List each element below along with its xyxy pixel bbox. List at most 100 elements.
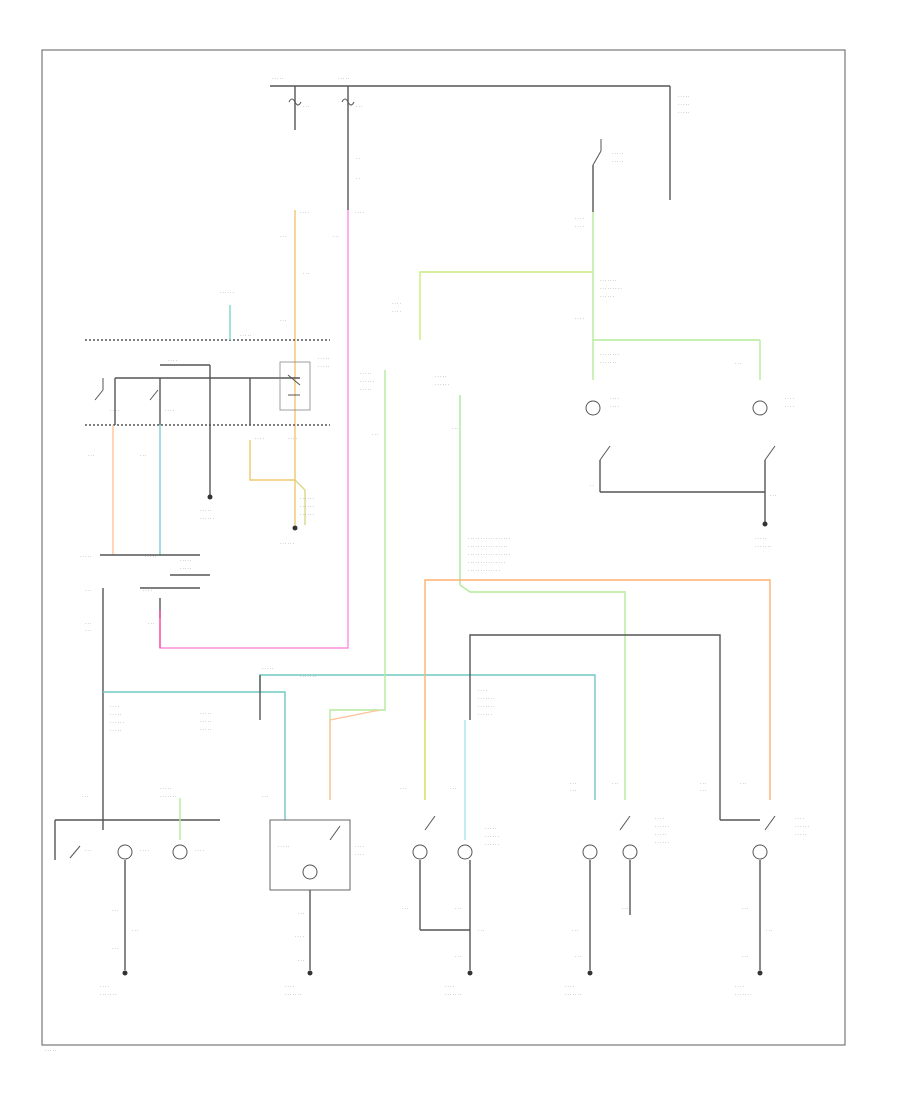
svg-text:· · · · · ·: · · · · · · (485, 842, 499, 847)
svg-text:· · · · · ·: · · · · · · (478, 712, 492, 717)
svg-text:· · · · · ·: · · · · · · (360, 379, 374, 384)
svg-text:· · ·: · · · (280, 234, 286, 239)
svg-text:· · ·: · · · (766, 928, 772, 933)
svg-text:· · · · · · ·: · · · · · · · (100, 992, 117, 997)
svg-text:· · · · ·: · · · · · (360, 387, 371, 392)
lamp-icon (457, 844, 473, 860)
svg-text:· · ·: · · · (700, 781, 706, 786)
svg-text:· · ·: · · · (85, 588, 91, 593)
svg-text:· · · · · · · · · · · · · · ·: · · · · · · · · · · · · · · · (468, 560, 505, 565)
svg-text:· · · · ·: · · · · · (110, 712, 121, 717)
ground-icon (307, 970, 313, 976)
svg-text:· · · ·: · · · · (300, 210, 309, 215)
svg-text:· · ·: · · · (140, 453, 146, 458)
svg-text:· · ·: · · · (303, 104, 309, 109)
svg-text:· · · ·: · · · · (295, 934, 304, 939)
bottom-lamp-group-1: · · · · · · · · · · · · · · · · · · · · … (400, 786, 499, 997)
svg-text:· · · · · ·: · · · · · · (280, 541, 294, 546)
svg-text:· · · · ·: · · · · · (795, 832, 806, 837)
relay-box (279, 361, 311, 411)
switch-icon (424, 815, 436, 831)
switch-icon (619, 815, 631, 831)
svg-text:· · · · · · ·: · · · · · · · (755, 544, 772, 549)
left-switch-block: · · · · · · · · · · · · · · · · · · · · … (85, 290, 330, 441)
svg-text:· · · ·: · · · · (785, 396, 794, 401)
svg-text:· · · · · ·: · · · · · · (300, 504, 314, 509)
svg-text:· · ·: · · · (85, 621, 91, 626)
svg-text:· · ·: · · · (148, 621, 154, 626)
svg-text:· · · ·: · · · · (478, 688, 487, 693)
svg-text:· · ·: · · · (303, 271, 309, 276)
svg-text:· · · · · · ·: · · · · · · · (565, 992, 582, 997)
svg-text:· · · ·: · · · · (655, 816, 664, 821)
switch-icon (764, 815, 776, 831)
svg-text:· · · · ·: · · · · · (145, 554, 156, 559)
lamp-icon (752, 400, 768, 416)
svg-text:· · · ·: · · · · (735, 984, 744, 989)
fuse-icon (288, 98, 302, 106)
svg-text:· · · · ·: · · · · · (678, 102, 689, 107)
svg-text:· · · · · ·: · · · · · · (300, 512, 314, 517)
svg-text:· · · · ·: · · · · · (110, 728, 121, 733)
svg-text:· · · · ·: · · · · · (80, 554, 91, 559)
svg-text:· · ·: · · · (450, 786, 456, 791)
svg-text:· · · ·: · · · · (168, 358, 177, 363)
svg-text:· · · · · ·: · · · · · · (655, 824, 669, 829)
svg-text:· · · · ·: · · · · · (278, 844, 289, 849)
svg-text:· · · ·: · · · · (285, 984, 294, 989)
svg-text:· · · · · · ·: · · · · · · · (735, 992, 752, 997)
switch-icon (599, 445, 611, 461)
svg-text:· · · · ·: · · · · · (200, 711, 211, 716)
svg-text:· · · · ·: · · · · · (272, 76, 283, 81)
ground-icon (587, 970, 593, 976)
svg-text:· · ·: · · · (400, 786, 406, 791)
svg-text:· · ·: · · · (112, 946, 118, 951)
ground-icon (122, 970, 128, 976)
svg-text:· · ·: · · · (572, 928, 578, 933)
svg-text:· · · · · · ·: · · · · · · · (285, 992, 302, 997)
svg-text:· · · ·: · · · · (165, 408, 174, 413)
lamp-icon (585, 400, 601, 416)
lamp-icon (172, 844, 188, 860)
svg-text:· · · · · ·: · · · · · · (220, 290, 234, 295)
svg-text:· · · ·: · · · · (195, 848, 204, 853)
svg-text:· · ·: · · · (280, 318, 286, 323)
svg-text:· · ·: · · · (622, 906, 628, 911)
svg-text:· · · · ·: · · · · · (318, 356, 329, 361)
svg-text:· · · · · · ·: · · · · · · · (300, 674, 317, 679)
lamp-icon (412, 844, 428, 860)
bottom-lamp-group-3: · · · · · · · · · · · · · · · · · · · · … (700, 781, 809, 997)
footer-code: · · · · · (45, 1048, 56, 1053)
svg-text:· · · · ·: · · · · · (318, 364, 329, 369)
svg-text:· · ·: · · · (735, 361, 741, 366)
svg-text:· · ·: · · · (612, 781, 618, 786)
lamp-icon (752, 844, 768, 860)
svg-text:· · · · ·: · · · · · (200, 508, 211, 513)
svg-text:· · · ·: · · · · (445, 984, 454, 989)
svg-text:· · ·: · · · (700, 788, 706, 793)
svg-text:· · ·: · · · (132, 928, 138, 933)
wire-orange-bottom (424, 579, 771, 800)
svg-text:· · ·: · · · (770, 493, 776, 498)
svg-text:· · · · ·: · · · · · (655, 832, 666, 837)
svg-text:· · · · ·: · · · · · (180, 558, 191, 563)
wire-teal-bus (103, 674, 596, 800)
svg-text:· · · · · · · · · · · · · · ·: · · · · · · · · · · · · · · · · · (468, 552, 510, 557)
wire-green-bottom (459, 584, 626, 800)
svg-text:· · · · ·: · · · · · (678, 110, 689, 115)
svg-text:· · ·: · · · (452, 426, 458, 431)
svg-text:· · ·: · · · (742, 906, 748, 911)
svg-text:· · · · ·: · · · · · (612, 159, 623, 164)
svg-text:· · · ·: · · · · (575, 224, 584, 229)
svg-text:· · · · · · ·: · · · · · · · (478, 696, 495, 701)
svg-text:· · · · · · ·: · · · · · · · (160, 794, 177, 799)
ground-icon (207, 494, 213, 500)
svg-text:· · ·: · · · (82, 794, 88, 799)
svg-text:· · · · ·: · · · · · (612, 151, 623, 156)
top-power-feeds: · · · · · · · · · · · · · · · · · · · · … (270, 76, 689, 210)
ground-icon (762, 521, 768, 527)
svg-text:· · ·: · · · (455, 954, 461, 959)
svg-text:· · ·: · · · (88, 453, 94, 458)
lamp-icon (582, 844, 598, 860)
